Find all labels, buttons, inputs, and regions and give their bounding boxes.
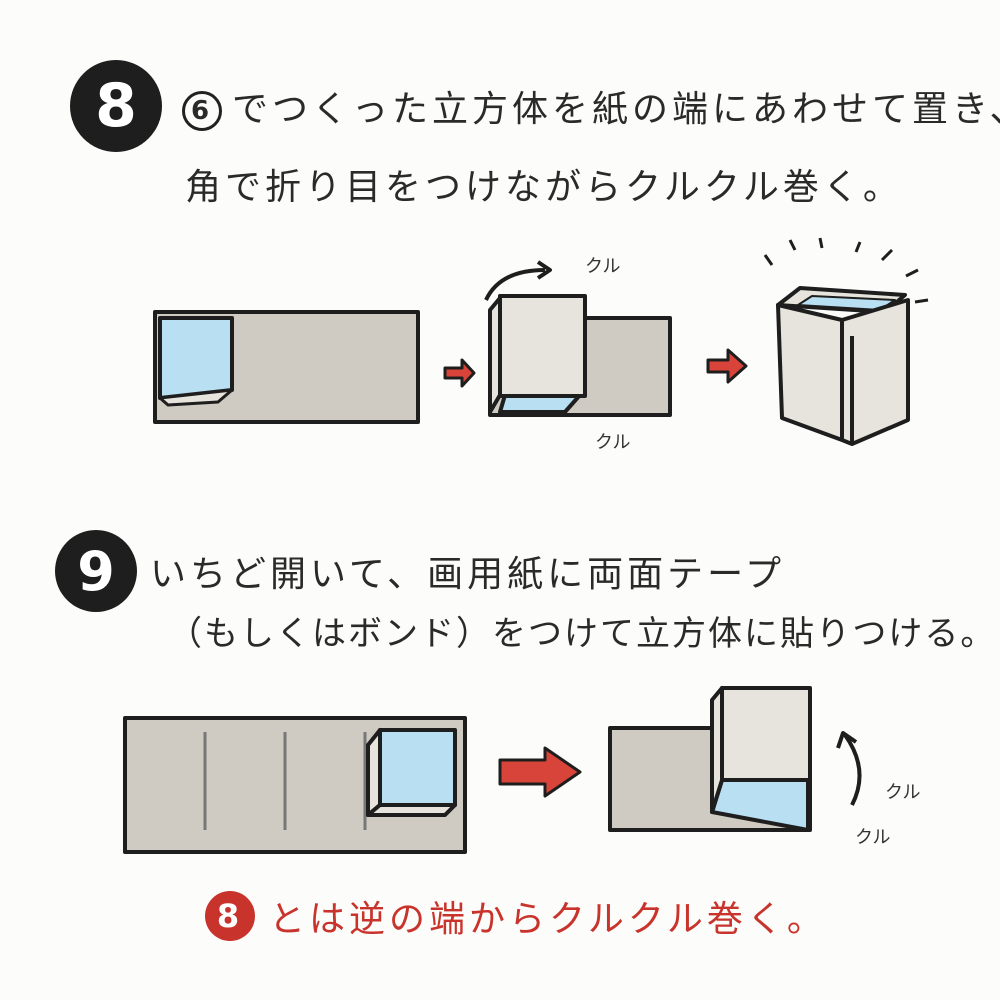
step-9-line-2: （もしくはボンド）をつけて立方体に貼りつける。: [168, 614, 997, 654]
step-8-text-1: でつくった立方体を紙の端にあわせて置き、: [232, 89, 1000, 130]
kuru-label-1: クル: [885, 782, 921, 803]
paper-rolling-2: [488, 294, 672, 417]
note: 8 とは逆の端からクルクル巻く。: [205, 890, 827, 942]
roll-arrow-1: [484, 268, 546, 301]
step-9-line-1: いちど開いて、画用紙に両面テープ: [150, 554, 785, 595]
ref-step-6-badge: 6: [182, 91, 222, 131]
red-arrow-3: [498, 746, 582, 798]
kuru-label-bottom: クル: [595, 432, 631, 453]
kuru-label-top: クル: [585, 256, 621, 277]
paper-rolling-5: [608, 686, 812, 832]
step-9-number: 9: [55, 530, 137, 612]
paper-with-cube-1: [153, 310, 420, 424]
ref-step-8-badge: 8: [205, 891, 255, 941]
note-text: とは逆の端からクルクル巻く。: [269, 899, 827, 940]
paper-strip-with-cube: [123, 716, 467, 854]
roll-arrow-2: [843, 733, 862, 806]
red-arrow-2: [706, 348, 748, 384]
kuru-label-2: クル: [855, 827, 891, 848]
step-8-number: 8: [70, 60, 162, 152]
step-8-line-2: 角で折り目をつけながらクルクル巻く。: [185, 167, 903, 208]
wrapped-cube-3: [776, 286, 910, 446]
red-arrow-1: [443, 358, 476, 388]
sparkle-lines: [763, 237, 929, 304]
